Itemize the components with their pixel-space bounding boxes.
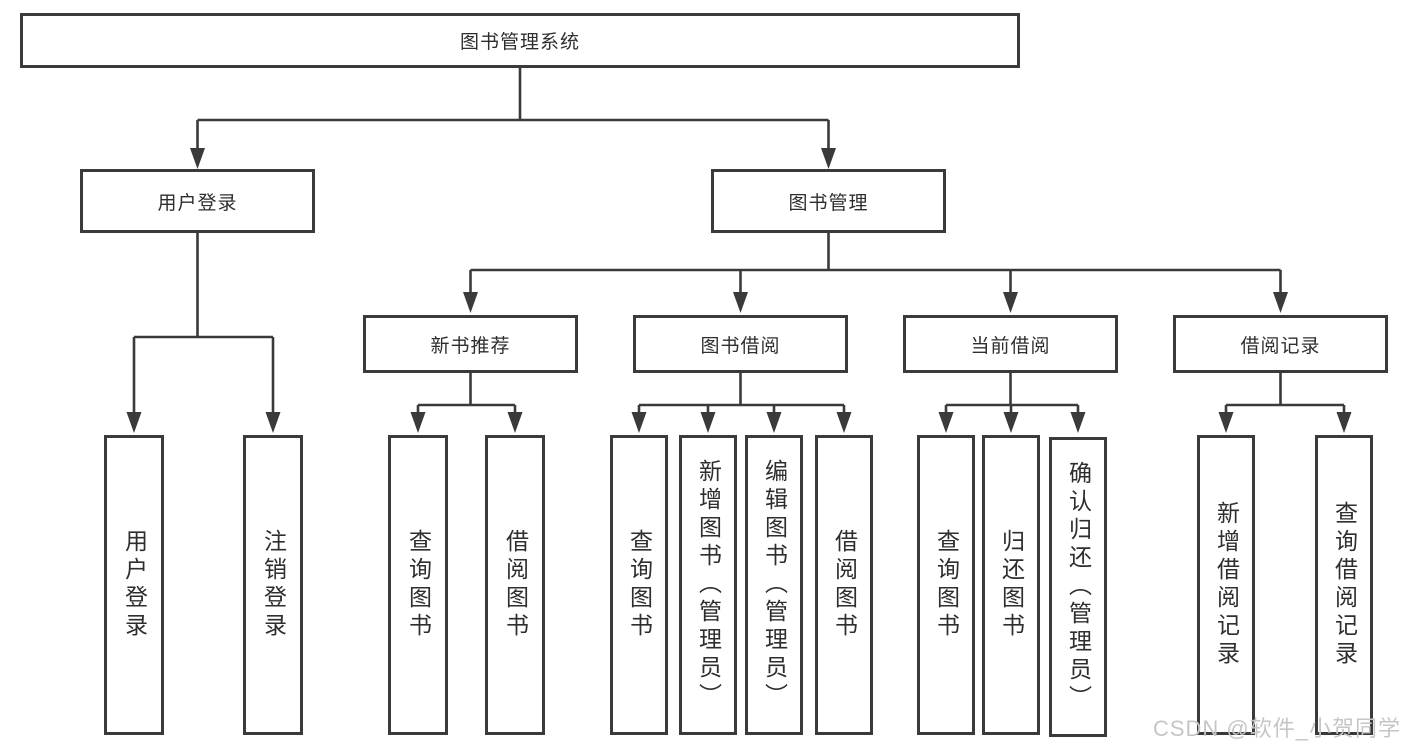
leaf-add-borrow-record-label: 新增借阅记录 [1213,501,1240,669]
node-user-login-label: 用户登录 [157,192,238,214]
leaf-borrow-books-borrowing: 借阅图书 [815,435,873,735]
connector-user-login-to-leaves [126,233,281,433]
leaf-search-books-borrowing-label: 查询图书 [626,529,653,641]
leaf-logout: 注销登录 [243,435,303,735]
node-borrowing-records-label: 借阅记录 [1240,335,1321,357]
leaf-add-borrow-record: 新增借阅记录 [1197,435,1255,735]
leaf-user-login-label: 用户登录 [121,529,148,641]
leaf-return-books: 归还图书 [982,435,1040,735]
connector-book-borrowing-to-leaves [631,373,852,433]
node-root-label: 图书管理系统 [459,32,580,53]
leaf-search-borrow-record-label: 查询借阅记录 [1331,501,1358,669]
leaf-logout-label: 注销登录 [260,529,287,641]
connector-book-management-to-level3 [463,233,1288,313]
leaf-search-books-recommend-label: 查询图书 [405,529,432,641]
watermark-text: CSDN @软件_小贺同学 [1152,716,1401,741]
node-new-book-recommend-label: 新书推荐 [430,335,511,357]
leaf-return-books-label: 归还图书 [998,529,1025,641]
node-book-borrowing: 图书借阅 [633,315,848,373]
leaf-user-login: 用户登录 [104,435,164,735]
leaf-search-books-recommend: 查询图书 [388,435,448,735]
leaf-confirm-return-admin-label: 确认归还（管理员） [1065,461,1092,713]
node-current-borrowing: 当前借阅 [903,315,1118,373]
leaf-search-books-current: 查询图书 [917,435,975,735]
node-root: 图书管理系统 [20,13,1020,68]
leaf-edit-books-admin-label: 编辑图书（管理员） [761,459,788,711]
node-book-management-label: 图书管理 [788,192,869,214]
node-current-borrowing-label: 当前借阅 [970,335,1051,357]
leaf-search-borrow-record: 查询借阅记录 [1315,435,1373,735]
leaf-add-books-admin: 新增图书（管理员） [679,435,737,735]
leaf-edit-books-admin: 编辑图书（管理员） [745,435,803,735]
leaf-search-books-current-label: 查询图书 [933,529,960,641]
node-book-borrowing-label: 图书借阅 [700,335,781,357]
node-user-login: 用户登录 [80,169,315,233]
node-book-management: 图书管理 [711,169,946,233]
leaf-add-books-admin-label: 新增图书（管理员） [695,459,722,711]
leaf-borrow-books-borrowing-label: 借阅图书 [831,529,858,641]
leaf-confirm-return-admin: 确认归还（管理员） [1049,437,1107,737]
node-new-book-recommend: 新书推荐 [363,315,578,373]
connector-root-to-level2 [190,68,836,169]
connector-new-book-recommend-to-leaves [410,373,523,433]
node-borrowing-records: 借阅记录 [1173,315,1388,373]
leaf-borrow-books-recommend-label: 借阅图书 [502,529,529,641]
leaf-borrow-books-recommend: 借阅图书 [485,435,545,735]
connector-current-borrowing-to-leaves [938,373,1086,433]
connector-borrowing-records-to-leaves [1218,373,1352,433]
leaf-search-books-borrowing: 查询图书 [610,435,668,735]
